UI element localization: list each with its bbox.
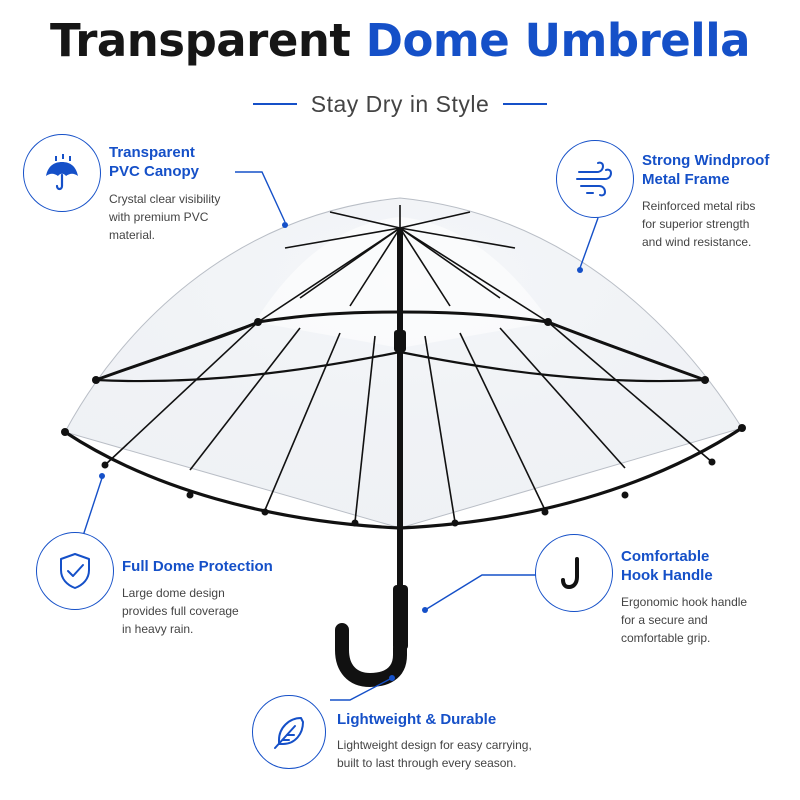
frame-desc-2: for superior strength — [642, 217, 750, 231]
handle-desc-1: Ergonomic hook handle — [621, 595, 748, 609]
handle-title-1: Comfortable — [621, 548, 710, 565]
handle-title-2: Hook Handle — [621, 567, 713, 584]
umbrella-canopy — [64, 197, 743, 529]
umbrella-hook — [335, 623, 407, 688]
lightweight-desc-1: Lightweight design for easy carrying, — [337, 738, 532, 752]
dome-desc-1: Large dome design — [122, 586, 225, 600]
frame-title-2: Metal Frame — [642, 171, 730, 188]
canopy-desc-1: Crystal clear visibility — [109, 192, 221, 206]
frame-title-1: Strong Windproof — [642, 152, 770, 169]
subtitle-row: Stay Dry in Style — [0, 88, 800, 120]
hook-handle-icon — [535, 534, 613, 612]
umbrella-rain-icon — [23, 134, 101, 212]
feather-icon — [252, 695, 326, 769]
handle-desc-3: comfortable grip. — [621, 631, 711, 645]
lightweight-desc-2: built to last through every season. — [337, 756, 517, 770]
canopy-desc-3: material. — [109, 228, 156, 242]
title-part-1: Transparent — [49, 14, 351, 67]
subtitle-rule-left — [252, 103, 297, 105]
subtitle: Stay Dry in Style — [310, 90, 490, 117]
frame-desc-1: Reinforced metal ribs — [642, 199, 756, 213]
umbrella-grip — [393, 585, 408, 650]
canopy-desc-2: with premium PVC — [109, 210, 209, 224]
lightweight-title: Lightweight & Durable — [337, 711, 497, 728]
wind-icon — [556, 140, 634, 218]
umbrella-shaft — [397, 228, 403, 588]
handle-desc-2: for a secure and — [621, 613, 708, 627]
canopy-title-1: Transparent — [109, 144, 195, 161]
title-part-2: Dome Umbrella — [365, 14, 751, 67]
shield-check-icon — [36, 532, 114, 610]
dome-desc-2: provides full coverage — [122, 604, 239, 618]
dome-title: Full Dome Protection — [122, 558, 273, 575]
dome-desc-3: in heavy rain. — [122, 622, 194, 636]
frame-desc-3: and wind resistance. — [642, 235, 752, 249]
canopy-title-2: PVC Canopy — [109, 163, 200, 180]
page-title: Transparent Dome Umbrella — [0, 14, 800, 67]
subtitle-rule-right — [503, 103, 548, 105]
